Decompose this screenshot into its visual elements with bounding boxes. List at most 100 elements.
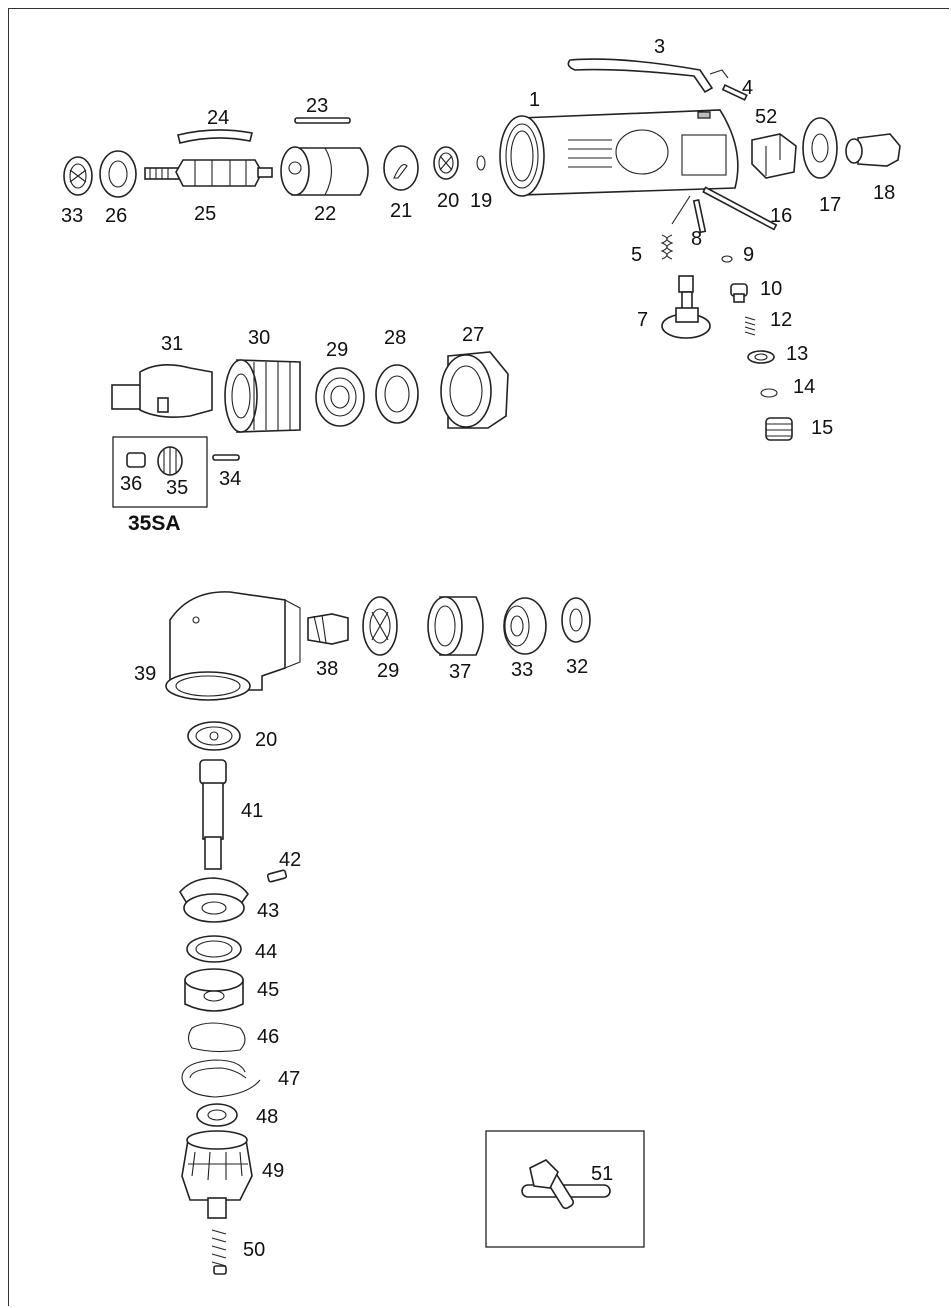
label-22: 22: [314, 203, 336, 225]
part-9-o-ring: [721, 255, 733, 263]
part-19-o-ring: [476, 155, 486, 171]
part-22-cylinder: [280, 146, 369, 196]
label-10: 10: [760, 278, 782, 300]
label-28: 28: [384, 327, 406, 349]
part-18-inlet-bushing: [845, 133, 901, 167]
part-42-set-screw: [266, 869, 288, 883]
label-33: 33: [61, 205, 83, 227]
part-52-silencer: [751, 133, 797, 179]
part-38-bevel-gear: [307, 613, 349, 645]
label-31: 31: [161, 333, 183, 355]
label-44: 44: [255, 941, 277, 963]
part-49-chuck: [181, 1130, 253, 1219]
part-32-washer: [561, 597, 591, 643]
label-29: 29: [326, 339, 348, 361]
part-17-deflector: [802, 117, 838, 179]
part-44-bearing: [186, 935, 242, 963]
part-34-pin: [212, 454, 240, 461]
label-3: 3: [654, 36, 665, 58]
part-29-bearing-lower: [362, 596, 398, 656]
part-33-bearing: [63, 156, 93, 196]
part-1-housing: [499, 109, 739, 197]
label-5: 5: [631, 244, 642, 266]
label-9: 9: [743, 244, 754, 266]
part-12-spring: [744, 316, 756, 336]
drawing-frame: [8, 8, 949, 1306]
label-38: 38: [316, 658, 338, 680]
label-37: 37: [449, 661, 471, 683]
label-35SA: 35SA: [128, 512, 181, 535]
part-3-lever: [567, 58, 729, 94]
part-47-retaining-ring: [181, 1059, 261, 1098]
label-18: 18: [873, 182, 895, 204]
label-24: 24: [207, 107, 229, 129]
part-14-o-ring: [760, 388, 778, 398]
label-20-lower: 20: [255, 729, 277, 751]
label-35: 35: [166, 477, 188, 499]
part-46-spring-clip: [187, 1022, 246, 1053]
part-26-ring: [99, 150, 137, 198]
part-25-rotor: [144, 159, 273, 187]
part-30-ring-gear: [224, 359, 301, 433]
label-14: 14: [793, 376, 815, 398]
label-46: 46: [257, 1026, 279, 1048]
part-48-washer: [196, 1103, 238, 1127]
label-34: 34: [219, 468, 241, 490]
label-29-lower: 29: [377, 660, 399, 682]
label-4: 4: [742, 77, 753, 99]
label-42: 42: [279, 849, 301, 871]
label-41: 41: [241, 800, 263, 822]
part-27-nut: [440, 351, 509, 429]
label-27: 27: [462, 324, 484, 346]
part-45-cap: [184, 968, 244, 1012]
label-39: 39: [134, 663, 156, 685]
label-32: 32: [566, 656, 588, 678]
label-7: 7: [637, 309, 648, 331]
label-8: 8: [691, 228, 702, 250]
label-45: 45: [257, 979, 279, 1001]
label-16: 16: [770, 205, 792, 227]
label-1: 1: [529, 89, 540, 111]
part-20-bearing-lower: [187, 721, 241, 751]
part-16-pin: [702, 186, 778, 231]
part-33-bearing-lower: [503, 597, 547, 655]
part-50-spring: [211, 1229, 227, 1275]
label-50: 50: [243, 1239, 265, 1261]
part-13-washer: [747, 350, 775, 364]
label-19: 19: [470, 190, 492, 212]
part-28-washer: [375, 364, 419, 424]
label-25: 25: [194, 203, 216, 225]
part-37-bearing-cup: [427, 596, 484, 656]
part-31-spindle: [111, 364, 213, 418]
label-13: 13: [786, 343, 808, 365]
label-23: 23: [306, 95, 328, 117]
part-29-bearing: [315, 367, 365, 427]
part-51-chuck-key-box: [485, 1130, 645, 1248]
part-7-valve: [661, 275, 711, 339]
kit-35SA-box: [112, 436, 208, 508]
label-48: 48: [256, 1106, 278, 1128]
label-49: 49: [262, 1160, 284, 1182]
label-43: 43: [257, 900, 279, 922]
label-47: 47: [278, 1068, 300, 1090]
part-24-vane: [177, 129, 253, 144]
part-41-spindle: [199, 759, 227, 870]
part-10-valve-stem: [730, 283, 748, 303]
label-21: 21: [390, 200, 412, 222]
part-39-angle-head: [165, 591, 301, 701]
part-20-bearing: [433, 146, 459, 180]
label-30: 30: [248, 327, 270, 349]
label-20: 20: [437, 190, 459, 212]
label-17: 17: [819, 194, 841, 216]
label-51: 51: [591, 1163, 613, 1185]
part-8-pin: [692, 198, 707, 234]
part-23-pin: [294, 117, 351, 124]
label-36: 36: [120, 473, 142, 495]
part-labels: 3 4 1 52 23 24 18 17 33 26 25 22 21 20 1…: [61, 36, 895, 1261]
part-15-bushing: [765, 417, 793, 441]
part-21-end-plate: [383, 145, 419, 191]
label-33-lower: 33: [511, 659, 533, 681]
label-26: 26: [105, 205, 127, 227]
